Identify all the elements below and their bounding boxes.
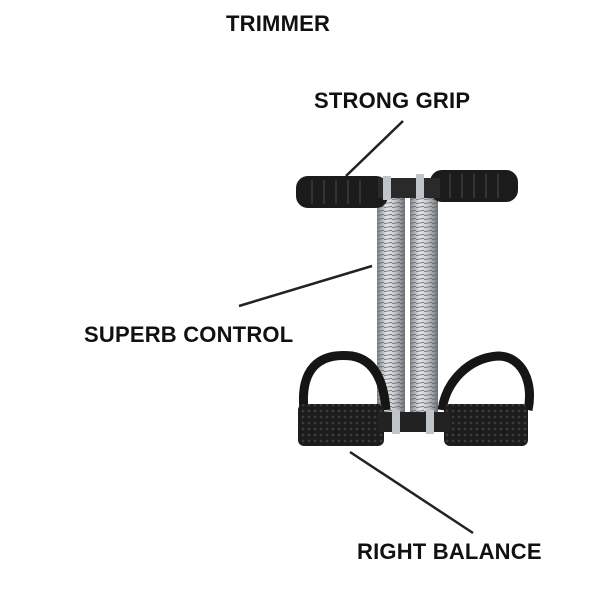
callout-line-grip xyxy=(345,120,404,177)
callout-strong-grip: STRONG GRIP xyxy=(314,88,471,113)
callout-line-balance xyxy=(349,450,474,535)
springs xyxy=(377,196,438,414)
foot-pedals xyxy=(298,404,528,446)
handle-bar xyxy=(296,170,518,208)
callout-line-control xyxy=(238,264,373,308)
foot-straps xyxy=(298,350,534,411)
callout-right-balance: RIGHT BALANCE xyxy=(357,539,542,564)
callout-superb-control: SUPERB CONTROL xyxy=(84,322,294,347)
page-title: TRIMMER xyxy=(226,11,331,36)
